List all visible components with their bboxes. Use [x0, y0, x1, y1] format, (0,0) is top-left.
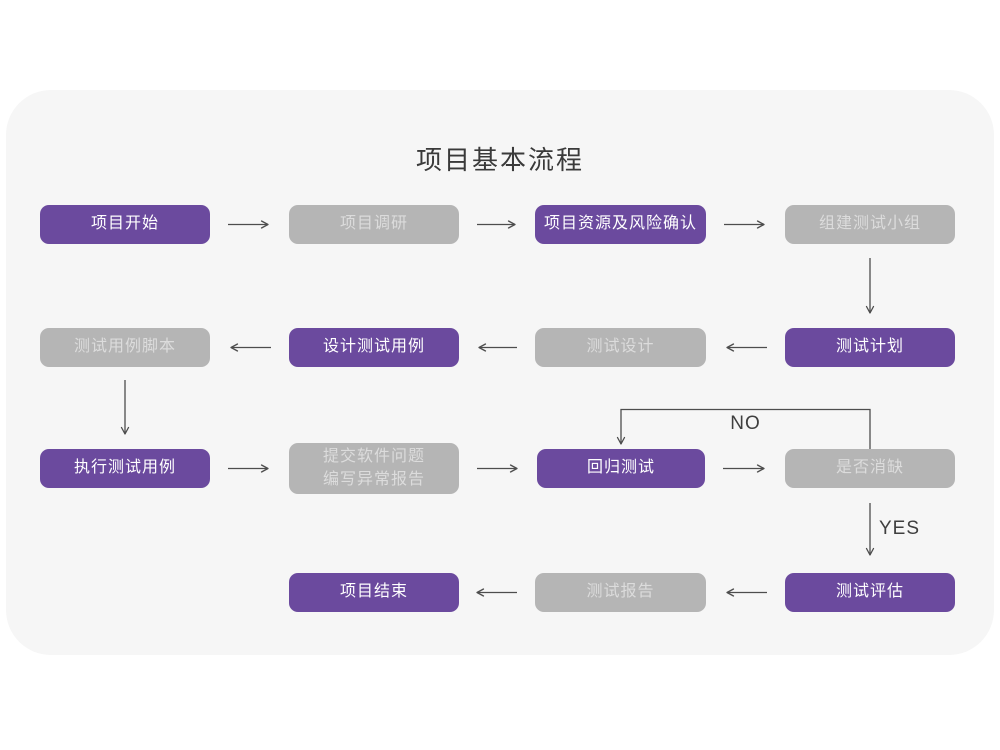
node-project-end: 项目结束 — [289, 573, 459, 612]
node-test-evaluation: 测试评估 — [785, 573, 955, 612]
edge-label-yes: YES — [879, 518, 921, 539]
node-test-case-script: 测试用例脚本 — [40, 328, 210, 367]
node-test-plan: 测试计划 — [785, 328, 955, 367]
node-regression-test: 回归测试 — [537, 449, 705, 488]
page-title: 项目基本流程 — [415, 145, 584, 175]
node-submit-issue-report: 提交软件问题 编写异常报告 — [289, 443, 459, 494]
edge-label-no: NO — [730, 413, 761, 434]
node-build-test-team: 组建测试小组 — [785, 205, 955, 244]
node-resources-risk-confirm: 项目资源及风险确认 — [535, 205, 706, 244]
node-execute-test-cases: 执行测试用例 — [40, 449, 210, 488]
node-project-research: 项目调研 — [289, 205, 459, 244]
node-test-report: 测试报告 — [535, 573, 706, 612]
node-test-design: 测试设计 — [535, 328, 706, 367]
node-project-start: 项目开始 — [40, 205, 210, 244]
node-design-test-cases: 设计测试用例 — [289, 328, 459, 367]
flowchart-card — [6, 90, 994, 655]
node-defect-cleared-decision: 是否消缺 — [785, 449, 955, 488]
